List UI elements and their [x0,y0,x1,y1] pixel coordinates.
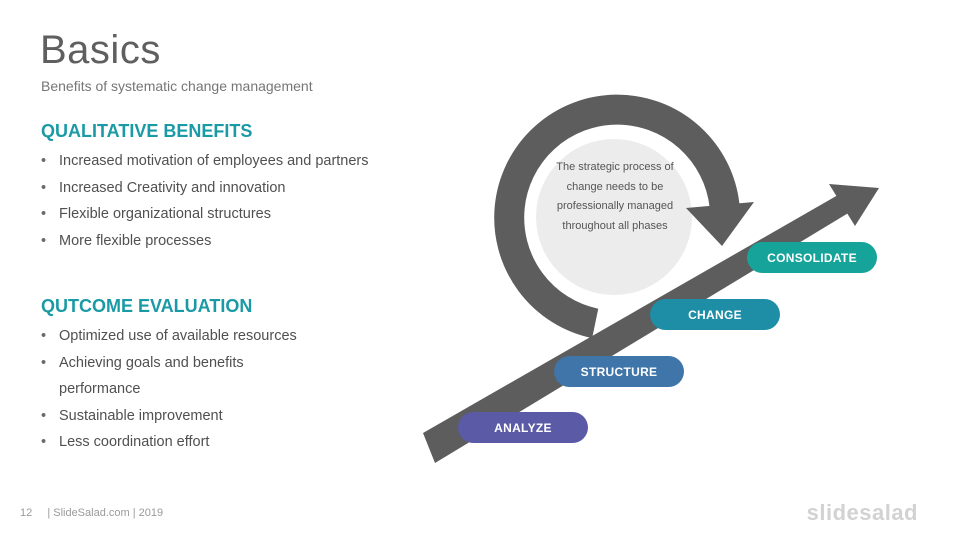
brand-logo: slidesalad [806,500,918,525]
step-label: STRUCTURE [580,364,658,379]
step-pill-structure: STRUCTURE [554,356,684,387]
footer: 12 | SlideSalad.com | 2019 [20,507,163,519]
rising-arrow [423,184,879,463]
change-process-diagram [423,94,879,463]
step-label: CHANGE [688,307,742,322]
list-item: •Increased motivation of employees and p… [41,153,369,169]
list-item: •Achieving goals and benefits [41,354,244,371]
step-pill-analyze: ANALYZE [458,412,588,443]
center-text: The strategic process of change needs to… [556,161,674,232]
section-heading-outcome: QUTCOME EVALUATION [41,296,253,316]
cycle-arrow-ring [494,94,740,339]
rising-arrow-shaft [423,195,850,463]
list-item: •Optimized use of available resources [41,328,297,344]
list-item: •Less coordination effort [41,434,210,450]
list-item: •Sustainable improvement [41,407,223,424]
step-pill-change: CHANGE [650,299,780,330]
list-item: •Flexible organizational structures [41,206,271,222]
page-number: 12 [20,507,33,519]
list-item: •Increased Creativity and innovation [41,179,286,196]
center-circle [536,139,692,295]
step-label: CONSOLIDATE [767,250,857,265]
page-title: Basics [40,28,161,72]
footer-text: | SlideSalad.com | 2019 [47,507,164,519]
list-item: •More flexible processes [41,232,212,249]
section-heading-qualitative: QUALITATIVE BENEFITS [41,121,253,141]
list-item-continuation: performance [59,381,141,397]
qualitative-benefits-list: •Increased motivation of employees and p… [41,148,369,254]
step-pill-consolidate: CONSOLIDATE [747,242,877,273]
step-label: ANALYZE [494,420,552,435]
cycle-arrow-head [686,202,754,246]
outcome-evaluation-list: •Optimized use of available resources •A… [41,323,297,456]
cycle-arrow [494,94,754,339]
page-subtitle: Benefits of systematic change management [41,78,313,94]
rising-arrow-head [829,184,879,226]
